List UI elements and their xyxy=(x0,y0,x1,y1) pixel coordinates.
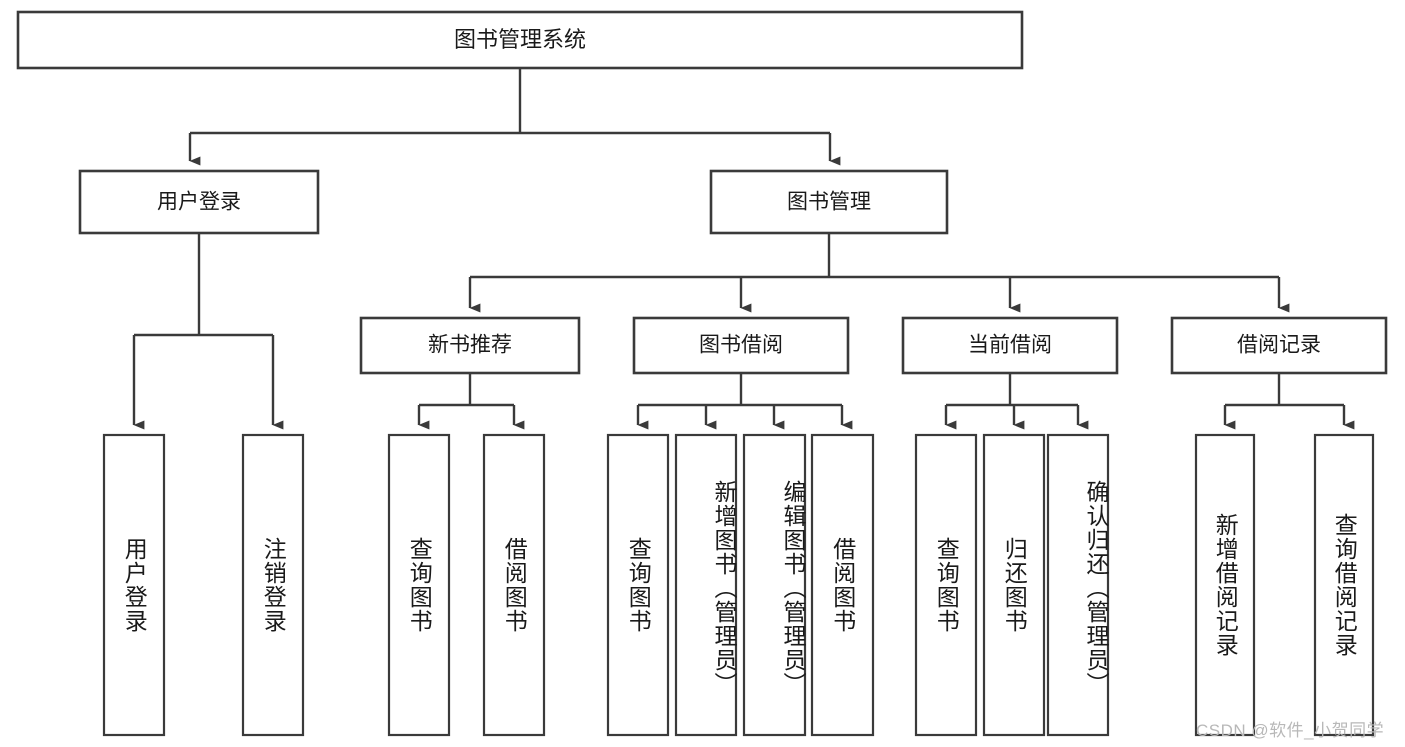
node-box-query-book-3[interactable] xyxy=(914,433,978,737)
node-box-edit-book-admin[interactable] xyxy=(742,433,807,737)
node-box-book-management[interactable] xyxy=(709,169,949,235)
connector-group-root xyxy=(188,68,841,166)
node-box-book-borrow[interactable] xyxy=(632,316,850,375)
node-box-query-book-1[interactable] xyxy=(387,433,451,737)
connector-group-current-borrow xyxy=(944,373,1089,430)
node-box-add-borrow-record[interactable] xyxy=(1194,433,1256,737)
node-box-confirm-return-admin[interactable] xyxy=(1046,433,1110,737)
node-label-book-management: 图书管理 xyxy=(787,191,871,214)
node-box-query-borrow-record[interactable] xyxy=(1313,433,1375,737)
node-box-user-logout[interactable] xyxy=(241,433,305,737)
node-label-new-book-recommend: 新书推荐 xyxy=(428,334,512,357)
node-label-book-borrow: 图书借阅 xyxy=(699,334,783,357)
connector-group-borrow-records xyxy=(1223,373,1355,430)
node-box-root[interactable] xyxy=(16,10,1024,70)
node-label-current-borrow: 当前借阅 xyxy=(968,334,1052,357)
node-box-current-borrow[interactable] xyxy=(901,316,1119,375)
node-box-borrow-book-2[interactable] xyxy=(810,433,875,737)
node-box-new-book-recommend[interactable] xyxy=(359,316,581,375)
node-box-borrow-book-1[interactable] xyxy=(482,433,546,737)
connector-group-new-book-recommend xyxy=(417,373,525,430)
csdn-watermark: CSDN @软件_小贺同学 xyxy=(1196,721,1385,740)
node-box-add-book-admin[interactable] xyxy=(674,433,738,737)
connector-group-book-management xyxy=(468,233,1290,313)
node-label-root: 图书管理系统 xyxy=(454,27,586,52)
node-box-query-book-2[interactable] xyxy=(606,433,670,737)
connector-group-book-borrow xyxy=(636,373,853,430)
node-label-borrow-records: 借阅记录 xyxy=(1237,334,1321,357)
node-label-user-login: 用户登录 xyxy=(157,191,241,214)
node-box-borrow-records[interactable] xyxy=(1170,316,1388,375)
node-box-user-login-do[interactable] xyxy=(102,433,166,737)
connector-group-user-login xyxy=(132,233,284,430)
node-box-return-book[interactable] xyxy=(982,433,1046,737)
node-box-user-login[interactable] xyxy=(78,169,320,235)
